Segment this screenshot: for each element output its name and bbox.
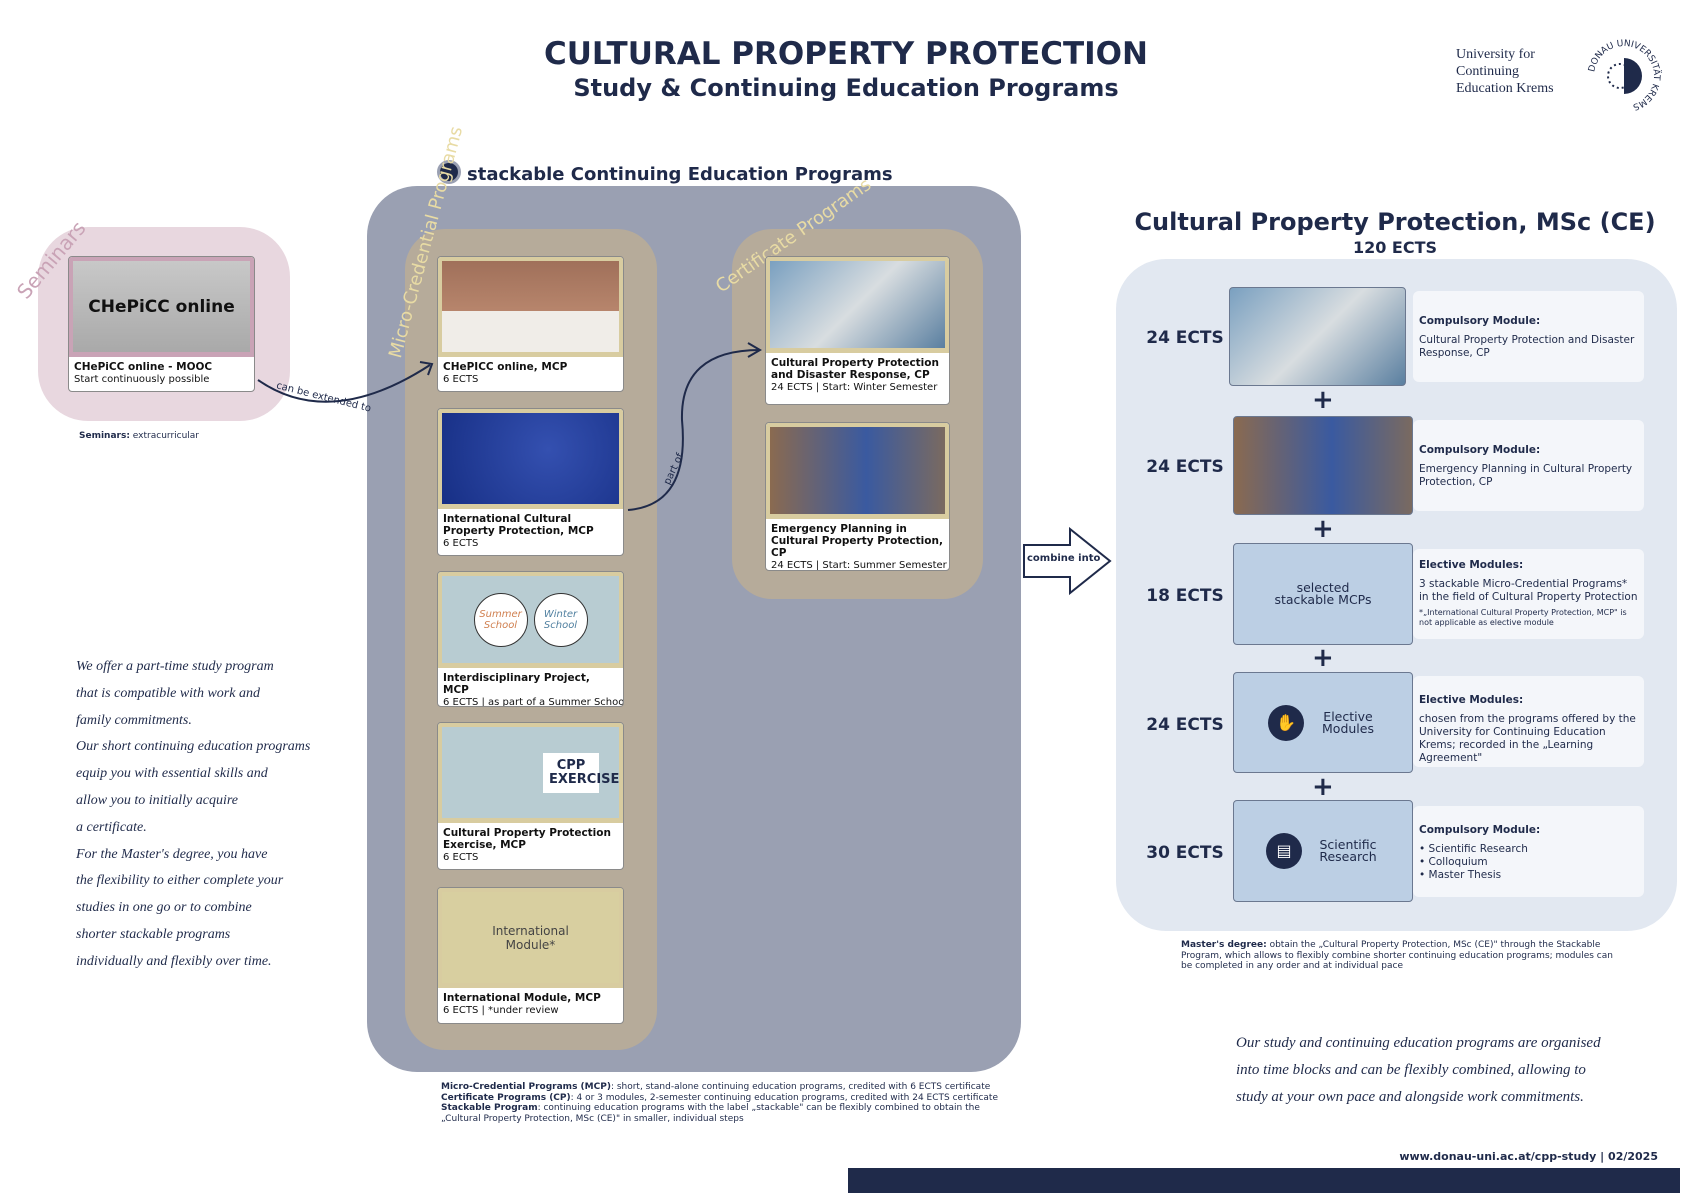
combine-arrow-icon — [1023, 527, 1112, 596]
extend-arrow — [257, 364, 431, 403]
seminar-card-chepicc[interactable]: CHePiCC online CHePiCC online - MOOC Sta… — [68, 256, 255, 392]
module-desc: Elective Modules:3 stackable Micro-Crede… — [1413, 549, 1644, 639]
mcp-card[interactable]: CPP EXERCISE Cultural Property Protectio… — [437, 722, 624, 870]
row-ects: 18 ECTS — [1146, 586, 1224, 606]
bottom-text: Our study and continuing education progr… — [1236, 1035, 1601, 1105]
card-title: Emergency Planning in Cultural Property … — [771, 523, 943, 559]
mcp-card[interactable]: International Cultural Property Protecti… — [437, 408, 624, 556]
card-title: CHePiCC online - MOOC — [74, 361, 213, 373]
row-ects: 30 ECTS — [1146, 843, 1224, 863]
chepicc-image: CHePiCC online — [69, 257, 254, 357]
mcp-image: Summer School Winter School — [438, 572, 623, 668]
masters-note: Master's degree: obtain the „Cultural Pr… — [1181, 940, 1613, 971]
module-box-stackable-mcps[interactable]: selected stackable MCPs — [1233, 543, 1413, 645]
card-sub: 24 ECTS | Start: Winter Semester — [771, 382, 938, 393]
cp-card[interactable]: Emergency Planning in Cultural Property … — [765, 422, 950, 571]
msc-title: Cultural Property Protection, MSc (CE) — [1134, 208, 1656, 236]
mcp-image — [438, 257, 623, 357]
connector-arrows — [257, 342, 762, 511]
module-image-emergency-planning[interactable] — [1233, 416, 1413, 515]
card-sub: Start continuously possible — [74, 374, 210, 385]
part-of-arrow — [627, 349, 761, 511]
module-desc: Compulsory Module:Cultural Property Prot… — [1413, 291, 1644, 382]
mcp-card[interactable]: CHePICC online, MCP 6 ECTS — [437, 256, 624, 392]
summer-school-badge: Summer School — [473, 592, 528, 647]
logo-line: Education Krems — [1456, 81, 1554, 96]
row-ects: 24 ECTS — [1146, 457, 1224, 477]
module-desc: Elective Modules:chosen from the program… — [1413, 676, 1644, 767]
row-ects: 24 ECTS — [1146, 328, 1224, 348]
stack-logo-icon — [437, 160, 461, 184]
card-title: Interdisciplinary Project, MCP — [443, 672, 590, 696]
page-subtitle: Study & Continuing Education Programs — [573, 74, 1119, 102]
mcp-image: International Module* — [438, 888, 623, 988]
module-box-research[interactable]: ▤ Scientific Research — [1233, 800, 1413, 902]
footnote-cp: Certificate Programs (CP): 4 or 3 module… — [441, 1092, 999, 1103]
seminars-note-label: Seminars: — [79, 431, 130, 441]
card-sub: 6 ECTS — [443, 538, 479, 549]
logo-line: University for — [1456, 47, 1535, 62]
mcp-image: CPP EXERCISE — [438, 723, 623, 823]
card-sub: 6 ECTS — [443, 852, 479, 863]
card-title: Cultural Property Protection and Disaste… — [771, 357, 939, 381]
card-title: CHePICC online, MCP — [443, 361, 568, 373]
plus-icon: + — [1312, 772, 1334, 802]
module-image-disaster-response[interactable] — [1229, 287, 1406, 386]
combine-into-label: combine into — [1027, 553, 1101, 564]
card-title: Cultural Property Protection Exercise, M… — [443, 827, 611, 851]
card-sub: 24 ECTS | Start: Summer Semester — [771, 560, 947, 571]
mcp-image — [438, 409, 623, 509]
document-icon: ▤ — [1266, 833, 1302, 869]
footer-info: www.donau-uni.ac.at/cpp-study | 02/2025 — [1399, 1150, 1658, 1163]
winter-school-badge: Winter School — [533, 592, 588, 647]
plus-icon: + — [1312, 385, 1334, 415]
footnote-stackable: Stackable Program: continuing education … — [441, 1103, 980, 1124]
plus-icon: + — [1312, 643, 1334, 673]
row-ects: 24 ECTS — [1146, 715, 1224, 735]
cp-card[interactable]: Cultural Property Protection and Disaste… — [765, 256, 950, 405]
website-link[interactable]: www.donau-uni.ac.at/cpp-study — [1399, 1150, 1597, 1163]
module-desc: Compulsory Module: • Scientific Research… — [1413, 806, 1644, 897]
date: 02/2025 — [1608, 1150, 1658, 1163]
university-logo-text: University for Continuing Education Krem… — [1456, 46, 1554, 97]
module-desc: Compulsory Module:Emergency Planning in … — [1413, 420, 1644, 511]
university-logo-icon: DONAU UNIVERSITÄT KREMS — [1587, 39, 1662, 112]
footnote-mcp: Micro-Credential Programs (MCP): short, … — [441, 1082, 991, 1092]
mcp-card[interactable]: Summer School Winter School Interdiscipl… — [437, 571, 624, 707]
puzzle-hands-icon: ✋ — [1268, 704, 1304, 741]
cp-image — [766, 423, 949, 519]
module-box-elective[interactable]: ✋ Elective Modules — [1233, 672, 1413, 773]
plus-icon: + — [1312, 514, 1334, 544]
mcp-card[interactable]: International Module* International Modu… — [437, 887, 624, 1024]
card-sub: 6 ECTS | *under review — [443, 1005, 559, 1016]
cpp-exercise-logo: CPP EXERCISE — [543, 752, 619, 793]
card-sub: 6 ECTS | as part of a Summer School — [443, 697, 624, 707]
logo-line: Continuing — [1456, 64, 1520, 79]
seminars-note: extracurricular — [129, 431, 200, 441]
page-title: CULTURAL PROPERTY PROTECTION — [544, 36, 1148, 72]
msc-ects: 120 ECTS — [1352, 238, 1438, 257]
card-title: International Cultural Property Protecti… — [443, 513, 594, 537]
footer-bar — [848, 1168, 1680, 1193]
card-sub: 6 ECTS — [443, 374, 479, 385]
stackable-title: stackable Continuing Education Programs — [467, 164, 893, 185]
cp-image — [766, 257, 949, 353]
card-title: International Module, MCP — [443, 992, 601, 1004]
